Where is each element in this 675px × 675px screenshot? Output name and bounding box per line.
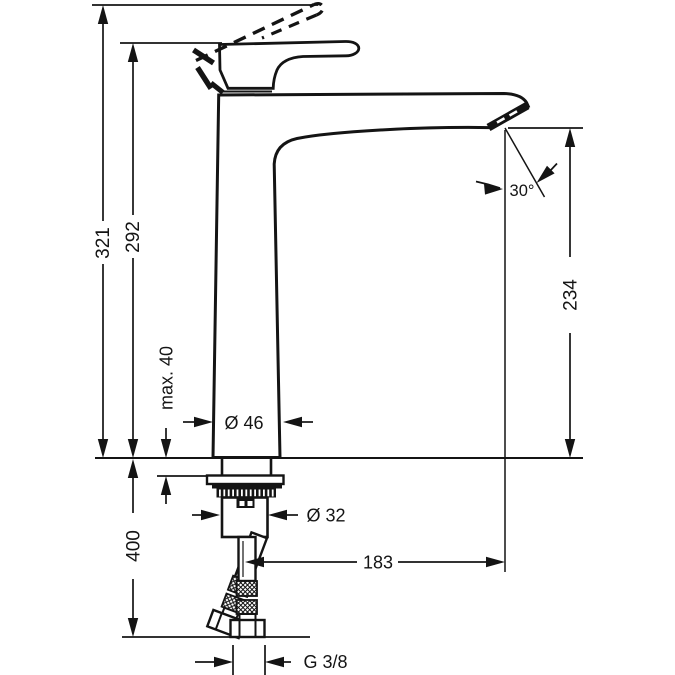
aerator-notch bbox=[508, 110, 518, 117]
mounting-washer bbox=[205, 474, 285, 486]
mounting-hardware bbox=[205, 459, 285, 539]
dim-label-spout-reach: 183 bbox=[363, 553, 393, 573]
dashed-lever-back-stroke bbox=[192, 47, 215, 66]
dim-label-connection-thread: G 3/8 bbox=[303, 652, 347, 672]
dashed-lever-tip bbox=[313, 2, 325, 17]
dim-label-shank-diameter: Ø 32 bbox=[306, 506, 345, 526]
handle-lever bbox=[218, 40, 361, 90]
spray-angle-line bbox=[504, 127, 546, 198]
dim-label-spray-angle: 30° bbox=[510, 182, 535, 200]
dim-label-base-diameter: Ø 46 bbox=[224, 413, 263, 433]
dim-shank-diameter bbox=[192, 509, 298, 521]
dim-spout-height bbox=[564, 128, 576, 458]
dim-label-total-height: 321 bbox=[93, 227, 114, 259]
dim-label-hose-length: 400 bbox=[124, 530, 145, 562]
faucet-body-spout-outline bbox=[211, 91, 531, 459]
reference-lines bbox=[92, 4, 583, 675]
dim-label-spout-height: 234 bbox=[561, 279, 582, 311]
dim-hose-length bbox=[127, 459, 139, 637]
hose-braid bbox=[235, 580, 258, 597]
hose-tube bbox=[237, 535, 257, 583]
aerator-notch bbox=[496, 117, 506, 124]
dim-max-mounting-thickness bbox=[160, 428, 172, 504]
dim-label-handle-height: 292 bbox=[123, 221, 144, 253]
dim-total-height bbox=[97, 5, 109, 458]
dimension-labels: 321 292 max. 40 400 234 Ø 46 Ø 32 183 G … bbox=[93, 182, 582, 672]
supply-hose-straight bbox=[229, 535, 266, 639]
dim-connection-thread bbox=[195, 656, 291, 668]
dashed-lever-top-edge bbox=[195, 2, 315, 63]
dim-spray-angle bbox=[475, 162, 558, 195]
faucet bbox=[192, 2, 531, 640]
hose-braid bbox=[235, 599, 258, 615]
handle-raised-dashed bbox=[192, 2, 325, 90]
dim-spout-reach bbox=[245, 556, 505, 568]
hose-hex-nut bbox=[229, 618, 266, 639]
seal-ring bbox=[212, 484, 282, 489]
dashed-lever-bottom-edge bbox=[261, 13, 318, 40]
dim-base-diameter bbox=[183, 416, 313, 428]
shank-detail bbox=[236, 498, 255, 508]
handle-pivot-tab bbox=[209, 81, 225, 95]
dashed-lever-back-stroke bbox=[195, 66, 214, 90]
dimension-lines bbox=[97, 5, 576, 668]
aerator bbox=[486, 102, 530, 131]
dim-handle-height bbox=[127, 43, 139, 458]
dim-label-max-mounting-thickness: max. 40 bbox=[157, 346, 177, 410]
